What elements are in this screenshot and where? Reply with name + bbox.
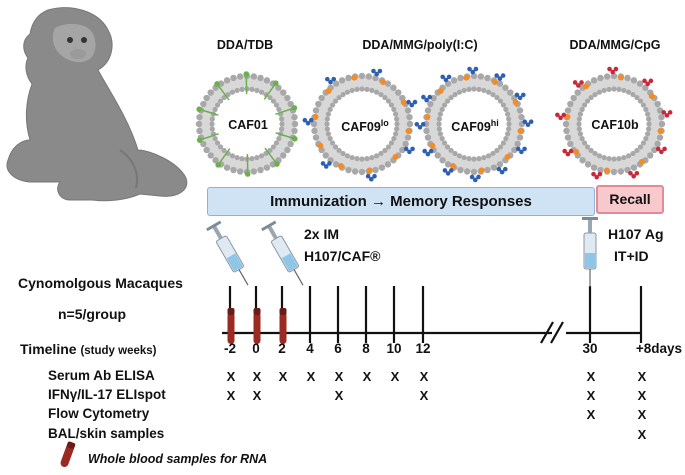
assay-mark: X <box>334 369 344 384</box>
liposome-group <box>195 66 673 183</box>
adjuvant-header-caf10b: DDA/MMG/CpG <box>569 38 661 52</box>
tick-label: 30 <box>582 341 598 356</box>
tick-label: 4 <box>306 341 314 356</box>
assay-mark: X <box>637 407 647 422</box>
assay-label: Serum Ab ELISA <box>48 368 155 383</box>
recall-phase-banner: Recall <box>596 185 664 214</box>
tick-label: -2 <box>223 341 236 356</box>
syringe-icon <box>261 220 304 286</box>
assay-mark: X <box>334 388 344 403</box>
assay-label: Flow Cytometry <box>48 406 150 421</box>
tick-label: +8days <box>635 341 683 356</box>
tick-label: 8 <box>362 341 370 356</box>
timeline-ticks <box>228 286 643 343</box>
assay-mark: X <box>252 369 262 384</box>
immunization-phase-banner: Immunization → Memory Responses <box>207 187 595 216</box>
assay-mark: X <box>637 427 647 442</box>
tick-label: 0 <box>252 341 260 356</box>
liposome-caf01 <box>195 71 299 177</box>
immunization-route: 2x IM <box>304 226 340 242</box>
timeline-axis <box>222 321 642 344</box>
adjuvant-header-caf01: DDA/TDB <box>216 38 274 52</box>
liposome-caf09hi <box>414 66 534 183</box>
syringe-icon <box>582 217 598 287</box>
assay-mark: X <box>362 369 372 384</box>
adjuvant-header-caf09: DDA/MMG/poly(I:C) <box>362 38 478 52</box>
group-size-label: n=5/group <box>58 306 127 322</box>
assay-mark: X <box>252 388 262 403</box>
assay-mark: X <box>226 369 236 384</box>
macaque-illustration <box>6 7 188 202</box>
blood-tube-icon <box>253 308 261 344</box>
assay-mark: X <box>419 388 429 403</box>
assay-mark: X <box>637 369 647 384</box>
immunization-vaccine: H107/CAF® <box>304 248 381 264</box>
syringes <box>206 217 598 287</box>
assay-mark: X <box>637 388 647 403</box>
tick-label: 6 <box>334 341 342 356</box>
timeline-label: Timeline (study weeks) <box>20 341 157 357</box>
liposome-label-caf09hi: CAF09hi <box>451 118 499 135</box>
assay-label: BAL/skin samples <box>48 426 165 441</box>
tick-label: 12 <box>415 341 431 356</box>
assay-mark: X <box>390 369 400 384</box>
assay-mark: X <box>586 388 596 403</box>
legend-blood-label: Whole blood samples for RNA <box>88 452 268 466</box>
liposome-caf09lo <box>302 68 418 182</box>
assay-label: IFNγ/IL-17 ELIspot <box>48 387 166 402</box>
blood-tube-icon <box>227 308 235 344</box>
assay-mark: X <box>278 369 288 384</box>
syringe-icon <box>206 220 249 286</box>
species-label: Cynomolgous Macaques <box>18 275 183 291</box>
blood-tube-icon <box>279 308 287 344</box>
tick-label: 2 <box>278 341 286 356</box>
assay-mark: X <box>306 369 316 384</box>
liposome-label-caf01: CAF01 <box>228 118 268 132</box>
assay-mark: X <box>419 369 429 384</box>
tick-label: 10 <box>386 341 402 356</box>
recall-route: IT+ID <box>614 248 649 264</box>
legend-blood-tube-icon <box>60 441 76 468</box>
liposome-caf10b <box>555 66 673 180</box>
liposome-label-caf10b: CAF10b <box>591 118 639 132</box>
blood-tubes <box>227 308 287 344</box>
liposome-label-caf09lo: CAF09lo <box>341 118 389 135</box>
assay-mark: X <box>226 388 236 403</box>
assay-mark: X <box>586 369 596 384</box>
recall-antigen: H107 Ag <box>608 226 664 242</box>
assay-mark: X <box>586 407 596 422</box>
